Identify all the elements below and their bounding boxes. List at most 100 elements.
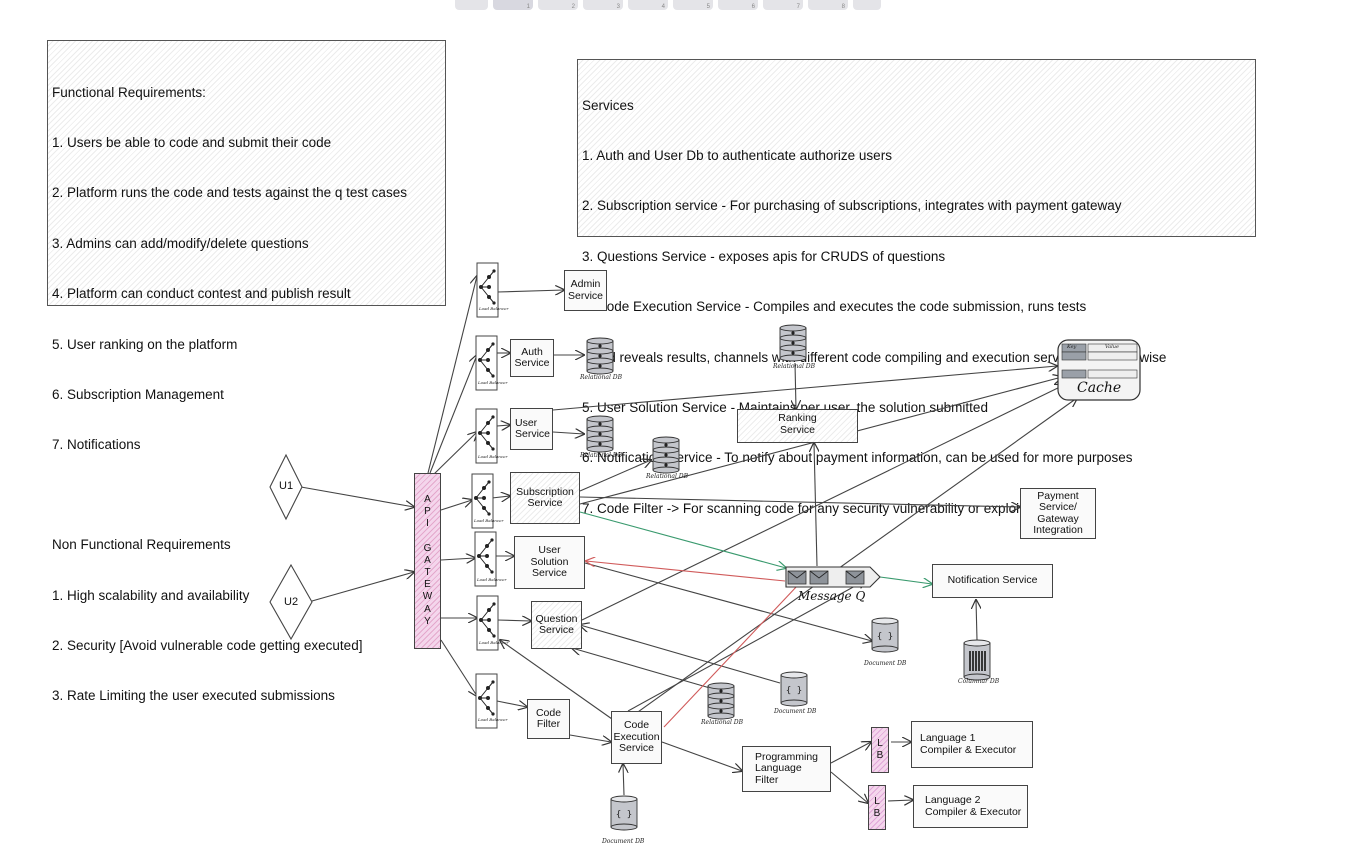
load-balancer-icon [475, 335, 498, 391]
cache-value-label: Value [1105, 344, 1119, 350]
db-label: Relational DB [646, 473, 688, 480]
requirements-note[interactable]: Functional Requirements: 1. Users be abl… [47, 40, 446, 703]
connector [627, 580, 866, 712]
connector [491, 496, 510, 498]
language-2-compiler-executor[interactable]: Language 2 Compiler & Executor [913, 785, 1028, 828]
database-icons: { } { } { } [586, 324, 991, 831]
lb-label: Load Balancer [479, 640, 509, 645]
lb-label: Load Balancer [478, 454, 508, 459]
toolbar-tool-7[interactable]: 7 [763, 0, 803, 10]
relational-db-icon [652, 436, 680, 474]
requirement-item: 4. Platform can conduct contest and publ… [52, 286, 351, 302]
connector [300, 486, 414, 507]
toolbar-lock-button[interactable] [455, 0, 488, 10]
language-1-compiler-executor[interactable]: Language 1 Compiler & Executor [911, 721, 1033, 768]
connector [496, 425, 510, 426]
svg-text:{ }: { } [786, 686, 802, 696]
message-queue-label: Message Q [798, 589, 866, 603]
nf-requirement-item: 1. High scalability and availability [52, 587, 250, 603]
connector [579, 496, 1020, 507]
toolbar-tool-6[interactable]: 6 [718, 0, 758, 10]
ranking-service[interactable]: Ranking Service [737, 409, 858, 443]
connector [887, 800, 913, 801]
db-label: Document DB [602, 838, 645, 845]
relational-db-icon [779, 324, 807, 362]
toolbar-more-button[interactable] [853, 0, 881, 10]
connector-green [879, 576, 932, 584]
connector [440, 639, 477, 696]
non-functional-requirements-title: Non Functional Requirements [52, 537, 231, 553]
connector [496, 620, 531, 621]
connector [814, 443, 817, 567]
programming-language-filter[interactable]: Programming Language Filter [742, 746, 831, 792]
connector [552, 432, 584, 434]
db-label: Document DB [774, 708, 817, 715]
connector [496, 290, 564, 292]
top-toolbar: 1 2 3 4 5 6 7 8 [455, 0, 881, 12]
requirement-item: 5. User ranking on the platform [52, 336, 238, 352]
services-item: 2. Subscription service - For purchasing… [582, 198, 1122, 214]
cache-key-label: Key [1067, 344, 1077, 350]
code-execution-service[interactable]: Code Execution Service [611, 711, 662, 764]
requirement-item: 2. Platform runs the code and tests agai… [52, 185, 407, 201]
api-gateway[interactable]: A P I G A T E W A Y [414, 473, 441, 649]
connector-red [663, 584, 799, 728]
toolbar-tool-8[interactable]: 8 [808, 0, 848, 10]
svg-text:{ }: { } [616, 810, 632, 820]
toolbar-tool-5[interactable]: 5 [673, 0, 713, 10]
toolbar-tool-2[interactable]: 2 [538, 0, 578, 10]
user-service[interactable]: User Service [510, 408, 553, 450]
lb-label: Load Balancer [474, 518, 504, 523]
relational-db-icon [586, 337, 614, 375]
admin-service[interactable]: Admin Service [564, 270, 607, 311]
connector [795, 362, 796, 409]
user-u2-label: U2 [284, 596, 299, 608]
services-item: 1. Auth and User Db to authenticate auth… [582, 147, 892, 163]
connector [623, 764, 624, 796]
db-label: Document DB [864, 660, 907, 667]
connector [552, 366, 1057, 411]
document-db-icon: { } [610, 795, 638, 831]
notification-service[interactable]: Notification Service [932, 564, 1053, 598]
user-u2-diamond [269, 563, 313, 641]
payment-gateway-integration[interactable]: Payment Service/ Gateway Integration [1020, 488, 1096, 539]
connector [496, 701, 527, 707]
connector [440, 500, 472, 511]
connector [432, 432, 477, 476]
subscription-service[interactable]: Subscription Service [510, 472, 580, 524]
lb-label: Load Balancer [478, 717, 508, 722]
document-db-icon: { } [780, 671, 808, 707]
load-balancer-icon [474, 531, 497, 587]
connector [311, 572, 414, 602]
connector [830, 771, 868, 803]
load-balancer-icon [476, 262, 499, 318]
db-label: Relational DB [580, 452, 622, 459]
connector [579, 460, 651, 492]
question-service[interactable]: Question Service [531, 601, 582, 649]
user-u1-label: U1 [279, 480, 294, 492]
services-item: 3. Questions Service - exposes apis for … [582, 248, 946, 264]
code-filter[interactable]: Code Filter [527, 699, 570, 739]
auth-service[interactable]: Auth Service [510, 339, 554, 377]
nf-requirement-item: 3. Rate Limiting the user executed submi… [52, 688, 335, 704]
services-item: 4. Code Execution Service - Compiles and… [582, 299, 1087, 315]
message-queue-icon [785, 566, 881, 588]
connector [427, 276, 477, 474]
connector [634, 398, 1077, 715]
load-balancer-icons [471, 262, 499, 729]
connector [572, 648, 711, 689]
toolbar-tool-1[interactable]: 1 [493, 0, 533, 10]
user-solution-service[interactable]: User Solution Service [514, 536, 585, 589]
connector [661, 741, 742, 771]
connector [584, 562, 872, 641]
toolbar-tool-4[interactable]: 4 [628, 0, 668, 10]
db-label: Relational DB [773, 363, 815, 370]
connector [830, 742, 871, 764]
lb-label: Load Balancer [477, 577, 507, 582]
relational-db-icon [707, 682, 735, 720]
toolbar-tool-3[interactable]: 3 [583, 0, 623, 10]
nf-requirement-item: 2. Security [Avoid vulnerable code getti… [52, 638, 363, 654]
services-title: Services [582, 97, 634, 113]
